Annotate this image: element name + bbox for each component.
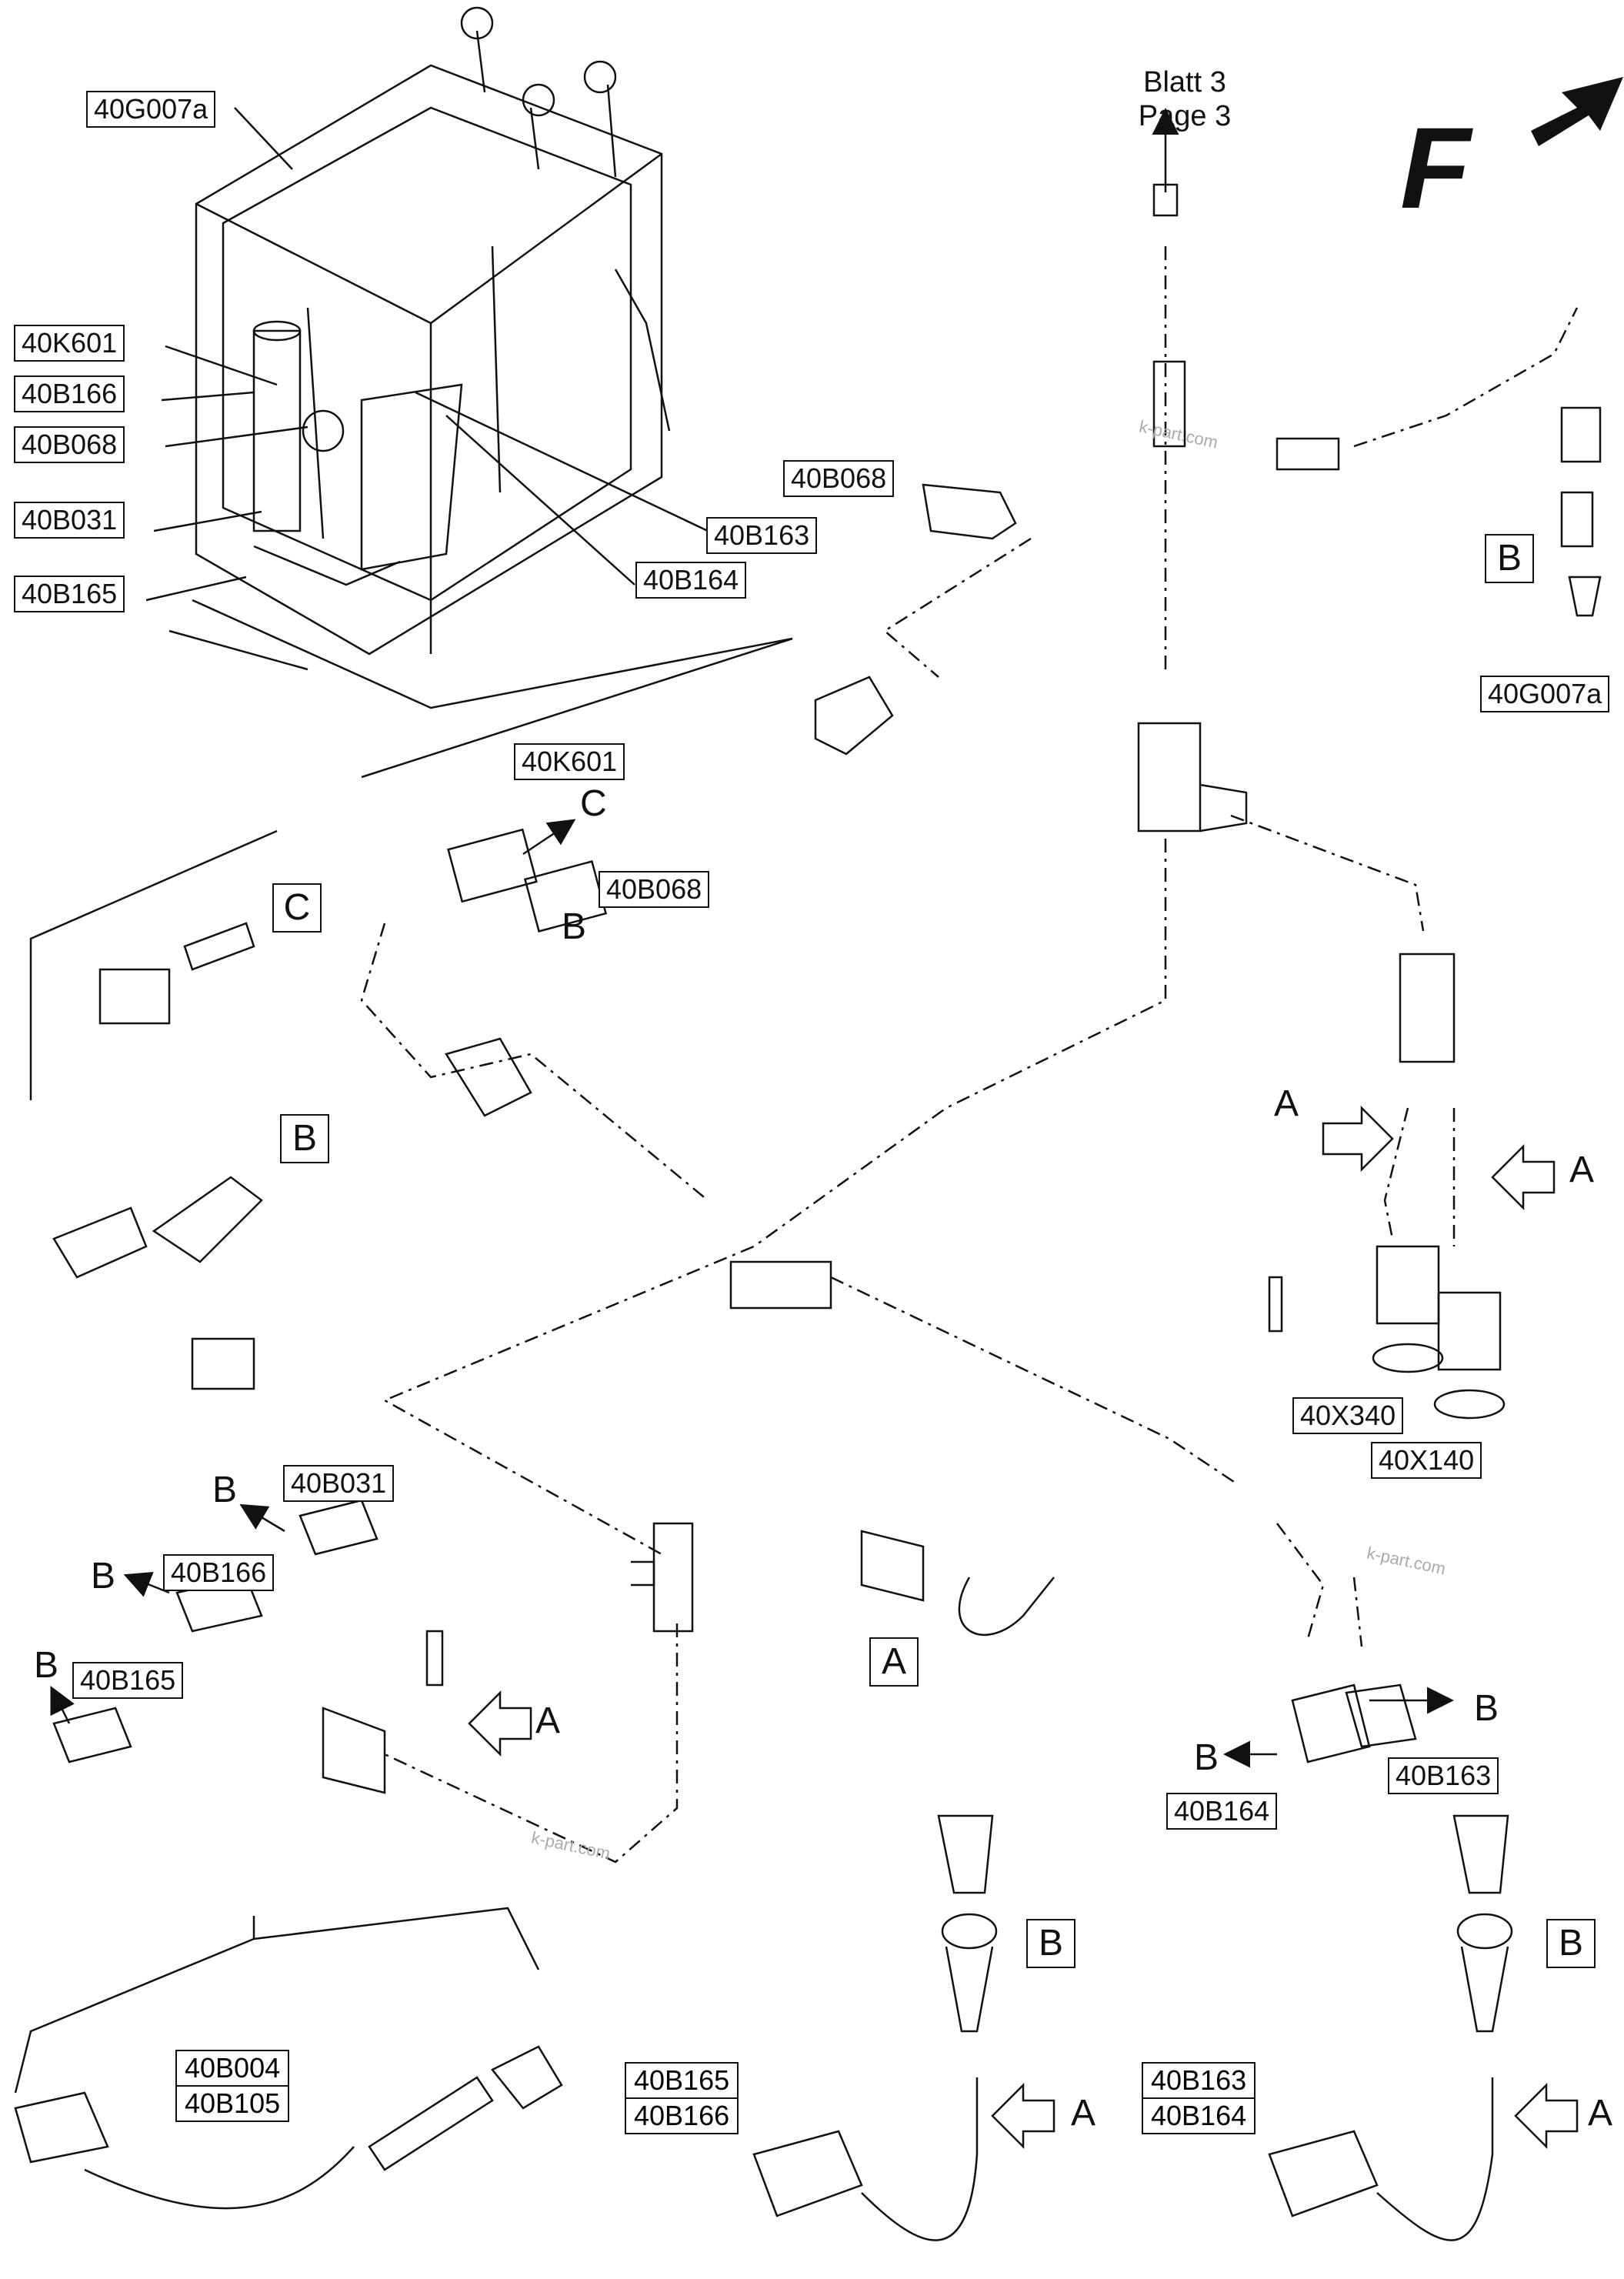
direction-arrow: F <box>1400 77 1623 232</box>
label-40B165-low: 40B165 <box>72 1662 184 1699</box>
label-stack-middle: 40B165 40B166 <box>625 2062 739 2134</box>
label-40G007a-right: 40G007a <box>1480 676 1610 712</box>
callout-B-40B163: B <box>1474 1688 1499 1729</box>
stack-right-item-1: 40B163 <box>1151 2064 1247 2096</box>
label-40X140: 40X140 <box>1371 1442 1482 1479</box>
label-40B163-low: 40B163 <box>1388 1757 1499 1794</box>
label-40B166-top: 40B166 <box>14 375 125 412</box>
callout-B-40B166: B <box>91 1556 116 1597</box>
cable-routes <box>360 246 1579 1864</box>
label-40B164-low: 40B164 <box>1166 1793 1278 1830</box>
label-40G007a-top: 40G007a <box>86 91 216 128</box>
callout-C-near-40K601: C <box>580 783 607 824</box>
label-40B068-mid: 40B068 <box>783 460 895 497</box>
label-stack-right: 40B163 40B164 <box>1142 2062 1256 2134</box>
callout-A-right-2: A <box>1569 1150 1595 1190</box>
page-reference: Blatt 3 Page 3 <box>1108 65 1262 133</box>
label-40X340: 40X340 <box>1292 1397 1404 1434</box>
stack-left-item-2: 40B105 <box>177 2085 288 2121</box>
callout-B-40B164: B <box>1194 1737 1219 1778</box>
pointer-arrows <box>50 108 1454 1768</box>
callout-A-right-1: A <box>1274 1083 1299 1124</box>
detail-box-C: C <box>272 883 322 933</box>
label-40K601-mid: 40K601 <box>514 743 625 780</box>
label-stack-left: 40B004 40B105 <box>175 2050 290 2122</box>
callout-B-40B165: B <box>34 1645 59 1686</box>
detail-box-A-center: A <box>869 1637 919 1687</box>
callout-B-near-40B068: B <box>562 906 587 947</box>
page-ref-line1: Blatt 3 <box>1143 66 1226 98</box>
stack-left-item-1: 40B004 <box>185 2052 281 2084</box>
label-40K601-top: 40K601 <box>14 325 125 362</box>
label-40B031-top: 40B031 <box>14 502 125 539</box>
page-ref-line2: Page 3 <box>1138 100 1232 132</box>
detail-box-B-bottom-right: B <box>1546 1919 1596 1968</box>
open-arrows <box>468 1105 1579 2150</box>
detail-box-B-upper-right: B <box>1485 534 1534 583</box>
stack-right-item-2: 40B164 <box>1143 2097 1255 2133</box>
label-40B165-top: 40B165 <box>14 576 125 612</box>
label-40B163-top: 40B163 <box>706 517 818 554</box>
callout-B-40B031: B <box>212 1470 238 1510</box>
label-40B031-low: 40B031 <box>283 1465 395 1502</box>
callout-A-lower-left: A <box>535 1700 561 1741</box>
detail-box-B-left: B <box>280 1114 329 1163</box>
label-40B164-top: 40B164 <box>635 562 747 599</box>
machine-overview <box>145 6 793 779</box>
callout-A-bottom-mid: A <box>1071 2093 1096 2134</box>
label-40B166-low: 40B166 <box>163 1554 275 1591</box>
callout-A-bottom-right: A <box>1588 2093 1613 2134</box>
detail-box-B-bottom-mid: B <box>1026 1919 1075 1968</box>
stack-middle-item-2: 40B166 <box>626 2097 738 2133</box>
component-sketches <box>14 183 1602 2241</box>
direction-letter: F <box>1400 103 1473 232</box>
label-40B068-mid2: 40B068 <box>599 871 710 908</box>
label-40B068-top: 40B068 <box>14 426 125 463</box>
stack-middle-item-1: 40B165 <box>634 2064 730 2096</box>
